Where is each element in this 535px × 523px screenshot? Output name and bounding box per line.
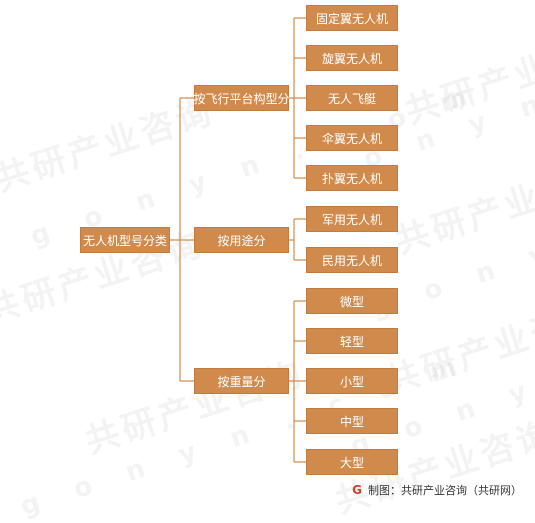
leaf-node: 伞翼无人机 bbox=[306, 125, 398, 151]
leaf-node: 大型 bbox=[306, 449, 398, 475]
footer-credit: G 制图：共研产业咨询（共研网） bbox=[350, 481, 522, 499]
leaf-node: 中型 bbox=[306, 408, 398, 434]
leaf-node: 无人飞艇 bbox=[306, 85, 398, 111]
category-node: 按飞行平台构型分 bbox=[194, 85, 290, 111]
category-node: 按重量分 bbox=[194, 368, 289, 394]
leaf-node: 扑翼无人机 bbox=[306, 165, 398, 191]
footer-text: 制图：共研产业咨询（共研网） bbox=[368, 484, 522, 497]
leaf-node: 小型 bbox=[306, 368, 398, 394]
leaf-node: 固定翼无人机 bbox=[306, 5, 398, 31]
diagram-canvas: 共研产业咨询 g o n y n . c o m 共研产业咨询 g o n y … bbox=[0, 5, 535, 522]
leaf-node: 军用无人机 bbox=[306, 206, 398, 232]
leaf-node: 旋翼无人机 bbox=[306, 45, 398, 71]
leaf-node: 轻型 bbox=[306, 328, 398, 354]
leaf-node: 微型 bbox=[306, 288, 398, 314]
gonyn-logo-icon: G bbox=[352, 483, 362, 497]
connector-lines bbox=[170, 17, 306, 463]
leaf-node: 民用无人机 bbox=[306, 247, 398, 273]
category-node: 按用途分 bbox=[194, 227, 289, 253]
root-node: 无人机型号分类 bbox=[80, 227, 170, 253]
